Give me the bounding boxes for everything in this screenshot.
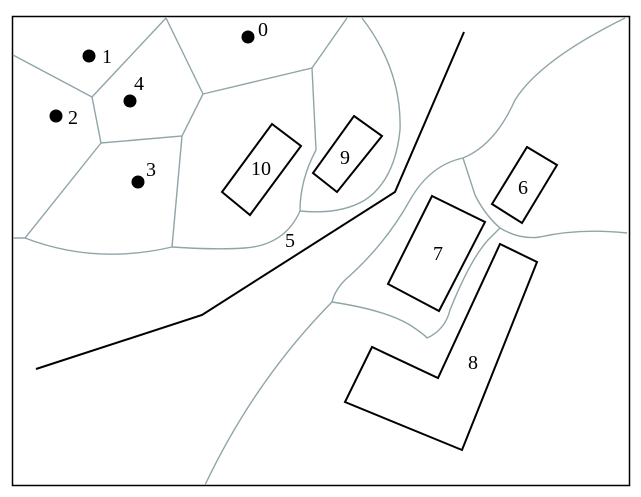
building-label: 6 — [518, 177, 528, 199]
point-label: 1 — [102, 46, 112, 68]
building-6 — [490, 145, 559, 225]
point-label: 2 — [68, 107, 78, 129]
point-1 — [82, 49, 96, 63]
point-3 — [131, 175, 145, 189]
road-label: 5 — [285, 230, 295, 252]
building-label: 8 — [468, 352, 478, 374]
building-label: 9 — [340, 147, 350, 169]
point-2 — [49, 109, 63, 123]
voronoi-cell-edges — [12, 17, 628, 486]
building-10 — [220, 122, 303, 217]
building-7 — [386, 194, 487, 313]
buildings: 6 7 8 9 10 — [220, 114, 559, 452]
building-9 — [311, 114, 384, 194]
point-label: 4 — [134, 73, 144, 95]
frame — [11, 15, 631, 487]
building-label: 7 — [433, 243, 443, 265]
point-4 — [123, 94, 137, 108]
points: 0 1 2 3 4 — [49, 19, 268, 189]
point-0 — [241, 30, 255, 44]
road-line — [35, 31, 465, 370]
point-label: 3 — [146, 159, 156, 181]
building-label: 10 — [251, 158, 271, 180]
point-label: 0 — [258, 19, 268, 41]
building-8 — [343, 242, 539, 452]
